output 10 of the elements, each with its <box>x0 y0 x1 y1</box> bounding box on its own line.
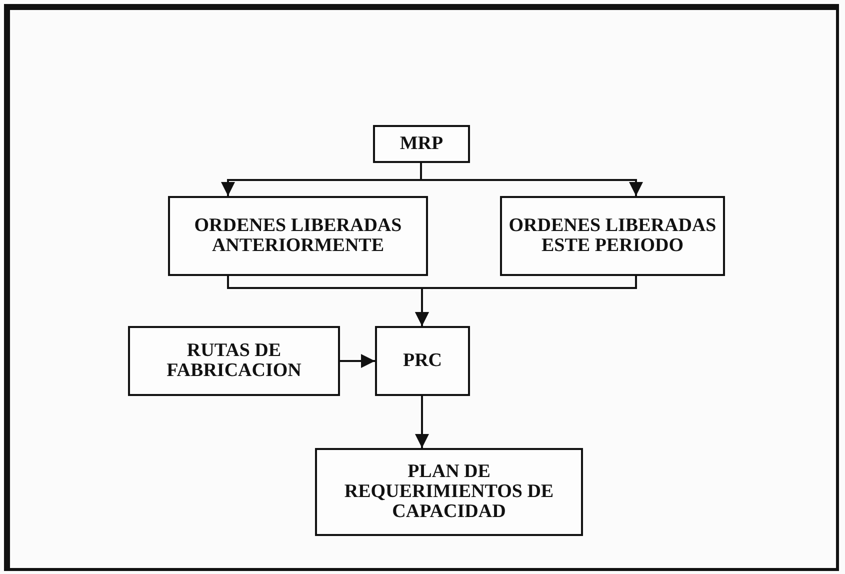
process-box: PRC <box>375 326 470 396</box>
process-box: MRP <box>373 125 470 163</box>
process-box: PLAN DE REQUERIMIENTOS DE CAPACIDAD <box>315 448 583 536</box>
process-box: ORDENES LIBERADAS ANTERIORMENTE <box>168 196 428 276</box>
arrow <box>420 163 643 196</box>
process-box: RUTAS DE FABRICACION <box>128 326 340 396</box>
process-box: ORDENES LIBERADAS ESTE PERIODO <box>500 196 725 276</box>
arrow <box>340 354 375 368</box>
arrow <box>415 396 429 448</box>
arrow <box>415 276 637 326</box>
